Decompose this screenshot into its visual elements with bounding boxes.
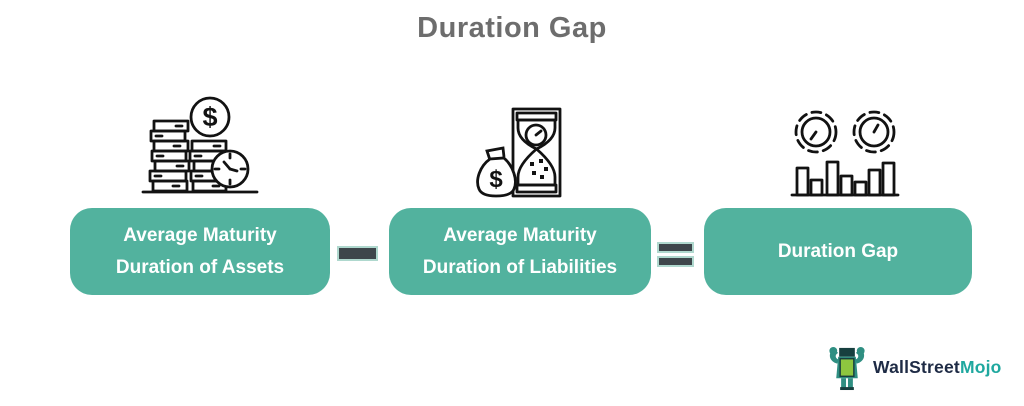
brand-first: WallStreet [873,357,960,377]
svg-text:$: $ [202,102,217,132]
coins-dollar-clock-icon: $ [140,95,260,195]
liabilities-duration-label: Average Maturity Duration of Liabilities [422,225,618,278]
assets-duration-label: Average Maturity Duration of Assets [115,225,285,278]
equals-bar-bottom [657,256,694,267]
hourglass-moneybag-icon: $ [472,102,567,198]
wallstreetmojo-logo: WallStreetMojo [826,344,1002,391]
page-title: Duration Gap [417,12,607,44]
assets-duration-box: Average Maturity Duration of Assets [70,208,330,295]
duration-gap-box: Duration Gap [704,208,972,295]
brand-second: Mojo [959,357,1002,377]
equals-bar-top [657,242,694,253]
minus-operator-icon [337,246,378,261]
svg-text:$: $ [489,166,503,193]
gauges-bar-chart-icon [790,105,900,198]
equals-operator-icon [657,242,694,267]
brand-name: WallStreetMojo [873,357,1002,378]
duration-gap-label: Duration Gap [777,240,899,262]
bull-mascot-icon [829,346,865,391]
liabilities-duration-box: Average Maturity Duration of Liabilities [389,208,651,295]
